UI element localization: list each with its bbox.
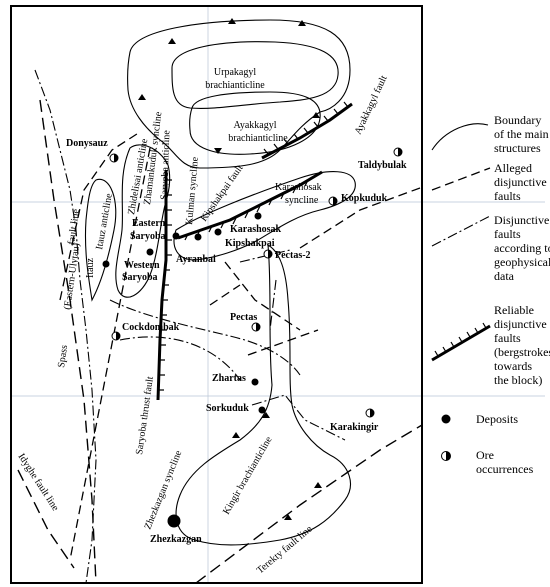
label-spass: Spass <box>56 344 70 368</box>
legend-reliable-line-6: the block) <box>494 373 542 387</box>
legend-reliable: Reliable disjunctive faults (bergstrokes… <box>431 303 550 387</box>
legend-alleged: Alleged disjunctive faults <box>431 161 547 203</box>
deposit-ayranbai-2 <box>214 228 222 236</box>
legend-boundary-line-3: structures <box>494 141 541 155</box>
ore-pectas <box>251 322 261 332</box>
legend-reliable-line-5: towards <box>494 359 532 373</box>
label-eastern-saryoba-2: Saryoba <box>130 231 166 242</box>
legend-boundary-line-1: Boundary <box>494 113 541 127</box>
label-itauz: Itauz <box>85 257 96 278</box>
label-western-saryoba-1: Western <box>124 260 160 271</box>
label-kulman-syncline: Kulman syncline <box>184 156 201 225</box>
legend-reliable-line-3: faults <box>494 331 521 345</box>
label-western-saryoba-2: Saryoba <box>122 272 158 283</box>
ore-occurrences <box>109 147 403 418</box>
ore-cockdombak <box>111 331 121 341</box>
boundary-arrows <box>138 18 322 520</box>
deposit-western-saryoba <box>146 248 154 256</box>
deposits <box>102 212 266 528</box>
label-kipshakpai: Kipshakpai <box>225 238 275 249</box>
reliable-faults <box>156 101 353 401</box>
ore-taldybulak <box>393 147 403 157</box>
label-kopkuduk: Kopkuduk <box>341 193 388 204</box>
label-pectas-2: Pectas-2 <box>275 250 311 261</box>
site-labels: Donysauz Taldybulak Kopkuduk Karashosak … <box>66 138 407 545</box>
deposit-itauz <box>102 260 110 268</box>
label-ayakkagyl-2: brachianticline <box>228 133 288 144</box>
deposit-zhezkazgan <box>167 514 181 528</box>
label-cockdombak: Cockdombak <box>122 322 180 333</box>
label-karakingir: Karakingir <box>330 422 379 433</box>
legend-ore-label-2: occurrences <box>476 462 534 476</box>
deposit-zhartas <box>251 378 259 386</box>
legend-alleged-line-2: disjunctive <box>494 175 547 189</box>
legend-geophysical-line-2: faults <box>494 227 521 241</box>
label-ayranbai: Ayranbai <box>176 254 216 265</box>
legend-alleged-line-1: Alleged <box>494 161 532 175</box>
legend-geophysical-line-1: Disjunctive <box>494 213 549 227</box>
ore-donysauz <box>109 153 119 163</box>
major-fault-lines <box>17 99 422 583</box>
label-saryoba-anticline: Saryoba anticline <box>159 130 172 201</box>
legend-deposits: Deposits <box>441 412 518 426</box>
label-karashosak-syncline-2: syncline <box>285 195 319 206</box>
label-karashosak-syncline-1: Karashosak <box>275 182 322 193</box>
legend-boundary: Boundary of the main structures <box>431 113 549 155</box>
label-pectas: Pectas <box>230 312 257 323</box>
legend-ore-label-1: Ore <box>476 448 494 462</box>
label-zhartas: Zhartas <box>212 373 246 384</box>
label-eastern-ulytau-2: fault line <box>66 208 82 246</box>
legend-reliable-line-1: Reliable <box>494 303 534 317</box>
map-frame <box>10 5 423 584</box>
legend-geophysical-line-3: according to <box>494 241 550 255</box>
legend-geophysical-line-4: geophysical <box>494 255 550 269</box>
label-karashosak: Karashosak <box>230 224 282 235</box>
ore-karakingir <box>365 408 375 418</box>
legend-boundary-line-2: of the main <box>494 127 549 141</box>
label-idyghe-fault-line: Idyghe fault line <box>15 452 61 514</box>
alleged-faults <box>59 131 421 561</box>
label-donysauz: Donysauz <box>66 138 108 149</box>
legend-ore: Ore occurrences <box>441 448 534 476</box>
legend-alleged-line-3: faults <box>494 189 521 203</box>
legend-deposits-label: Deposits <box>476 412 518 426</box>
label-saryoba-thrust-fault: Saryoba thrust fault <box>134 376 156 456</box>
legend: Boundary of the main structures Alleged … <box>431 113 550 476</box>
ore-pectas-2 <box>263 249 273 259</box>
label-taldybulak: Taldybulak <box>358 160 407 171</box>
legend-geophysical: Disjunctive faults according to geophysi… <box>431 213 550 283</box>
label-urpakagyl-2: brachianticline <box>205 80 265 91</box>
legend-reliable-line-2: disjunctive <box>494 317 547 331</box>
geophysical-faults <box>34 69 346 583</box>
grid-lines <box>11 6 545 583</box>
label-ayakkagyl-fault: Ayakkagyl fault <box>353 74 390 137</box>
legend-reliable-line-4: (bergstrokes <box>494 345 550 359</box>
deposit-sorkuduk <box>258 406 266 414</box>
label-zhezkazgan: Zhezkazgan <box>150 534 202 545</box>
label-urpakagyl-1: Urpakagyl <box>214 67 256 78</box>
legend-geophysical-line-5: data <box>494 269 515 283</box>
deposit-eastern-saryoba <box>172 232 180 240</box>
label-eastern-saryoba-1: Eastern <box>132 218 166 229</box>
structure-boundaries <box>84 19 356 546</box>
deposit-karashosak <box>254 212 262 220</box>
deposit-ayranbai-1 <box>194 233 202 241</box>
label-ayakkagyl-1: Ayakkagyl <box>234 120 277 131</box>
label-terekty-fault-line: Terekty fault line <box>255 523 315 576</box>
label-sorkuduk: Sorkuduk <box>206 403 249 414</box>
ore-kopkuduk <box>328 196 338 206</box>
